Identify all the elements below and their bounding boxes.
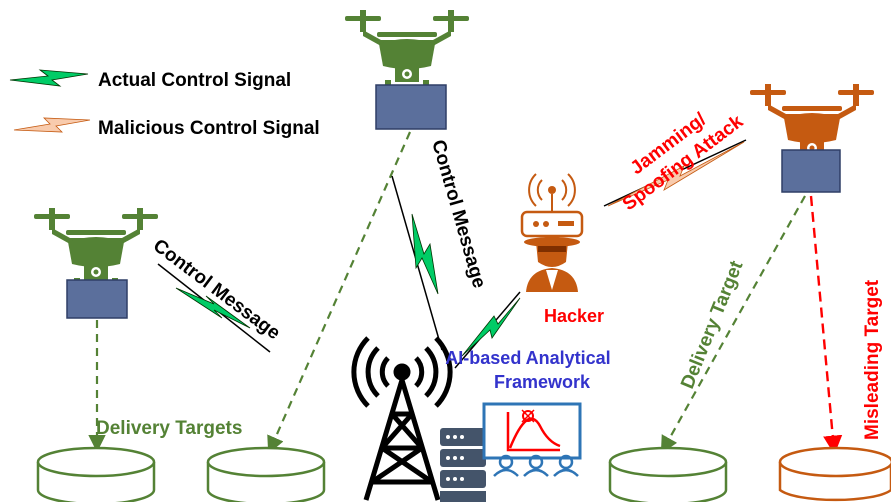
signal-malicious	[603, 139, 747, 207]
control-message-center-label: Control Message	[427, 138, 489, 291]
legend: Actual Control Signal Malicious Control …	[9, 69, 320, 139]
cell-tower-icon	[351, 336, 453, 501]
package-box	[375, 84, 447, 130]
drone-right	[750, 84, 874, 193]
green-lightning-icon	[411, 213, 439, 295]
green-lightning-icon	[9, 69, 89, 87]
signal-left	[157, 263, 271, 353]
ai-label-line1: AI-based Analytical	[445, 348, 610, 368]
delivery-line-top	[267, 131, 412, 455]
drone-top	[345, 10, 469, 130]
delivery-line-right	[660, 195, 806, 454]
signal-center	[391, 175, 443, 351]
package-box	[66, 279, 128, 319]
legend-actual-label: Actual Control Signal	[98, 70, 291, 91]
jamming-label: Jamming/ Spoofing Attack	[619, 109, 748, 216]
orange-lightning-icon	[607, 141, 745, 207]
landing-pad-icon	[36, 446, 156, 502]
landing-pad-icon	[608, 446, 728, 502]
landing-pad-icon	[778, 446, 891, 502]
misleading-line	[809, 195, 843, 455]
drone-left	[34, 208, 158, 319]
legend-malicious-label: Malicious Control Signal	[98, 118, 320, 139]
misleading-target-label: Misleading Target	[862, 279, 883, 440]
ai-label-line2: Framework	[494, 372, 591, 392]
delivery-targets-label: Delivery Targets	[96, 418, 242, 439]
delivery-target-label: Delivery Target	[677, 257, 748, 391]
orange-lightning-icon	[13, 117, 91, 133]
signal-hacker	[454, 291, 521, 369]
drone-icon	[345, 10, 469, 94]
ai-framework-label: AI-based Analytical Framework	[445, 348, 610, 392]
hacker-icon	[520, 173, 584, 292]
landing-pad-icon	[206, 446, 326, 502]
hacker-label: Hacker	[544, 306, 604, 326]
green-lightning-icon	[175, 287, 251, 329]
green-lightning-icon	[461, 297, 521, 357]
server-icon	[440, 428, 486, 502]
package-box	[781, 149, 841, 193]
control-message-left-label: Control Message	[149, 235, 284, 344]
analytics-dashboard-icon	[482, 402, 582, 477]
